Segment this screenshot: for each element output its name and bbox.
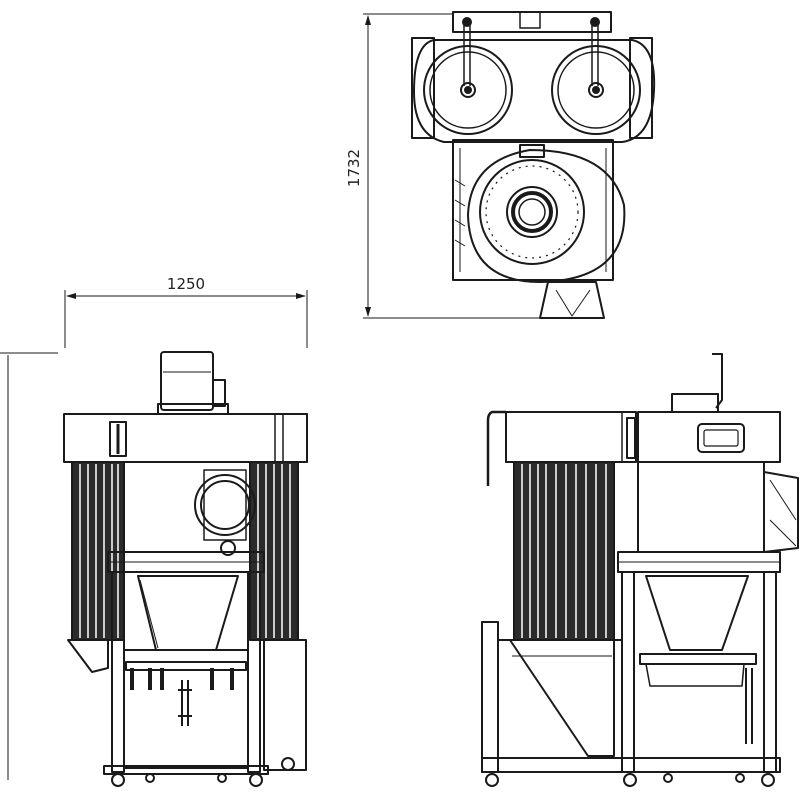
front-view <box>63 351 308 787</box>
dimension-height-partial <box>0 352 58 780</box>
top-view <box>411 11 656 319</box>
dimension-1732: 1732 <box>345 13 545 319</box>
side-view <box>481 353 799 787</box>
dimension-label-1250: 1250 <box>167 275 205 293</box>
dimension-1250: 1250 <box>64 275 308 348</box>
dimension-label-1732: 1732 <box>345 149 363 187</box>
